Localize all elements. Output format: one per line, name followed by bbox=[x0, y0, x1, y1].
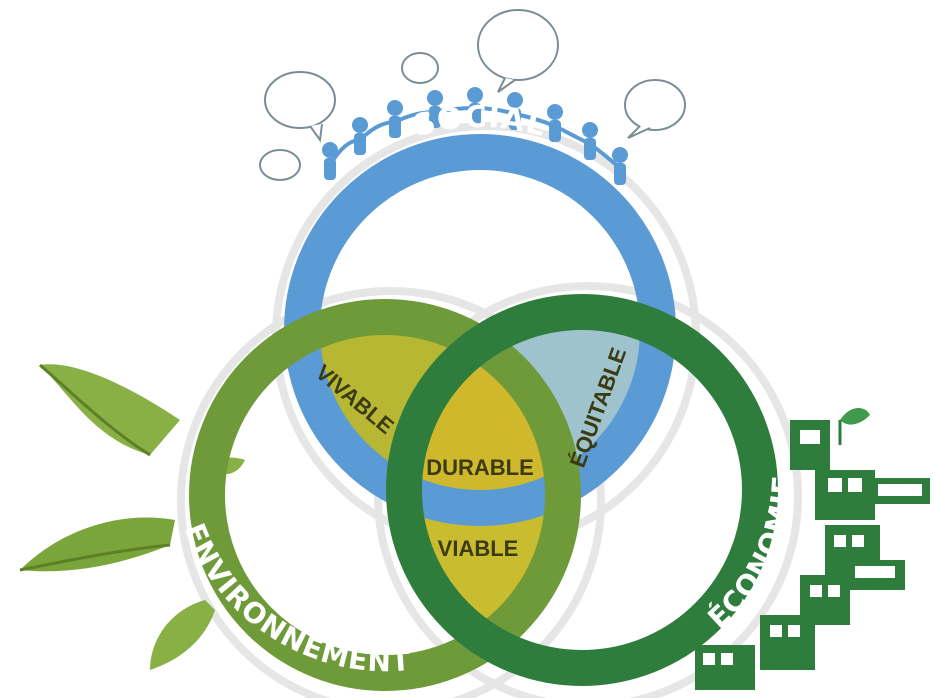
environment-ring bbox=[189, 299, 581, 691]
people-chain-icon bbox=[322, 87, 628, 185]
city-buildings-icon bbox=[695, 408, 930, 690]
leaf-icon bbox=[19, 363, 245, 670]
speech-bubble-icon bbox=[259, 9, 686, 181]
viable-label: VIABLE bbox=[438, 536, 519, 561]
intersection-durable bbox=[387, 300, 580, 525]
economy-ring bbox=[386, 294, 778, 686]
durable-zone bbox=[387, 300, 580, 525]
durable-label: DURABLE bbox=[426, 455, 534, 480]
environment-ring-label: ENVIRONNEMENT bbox=[178, 519, 412, 679]
